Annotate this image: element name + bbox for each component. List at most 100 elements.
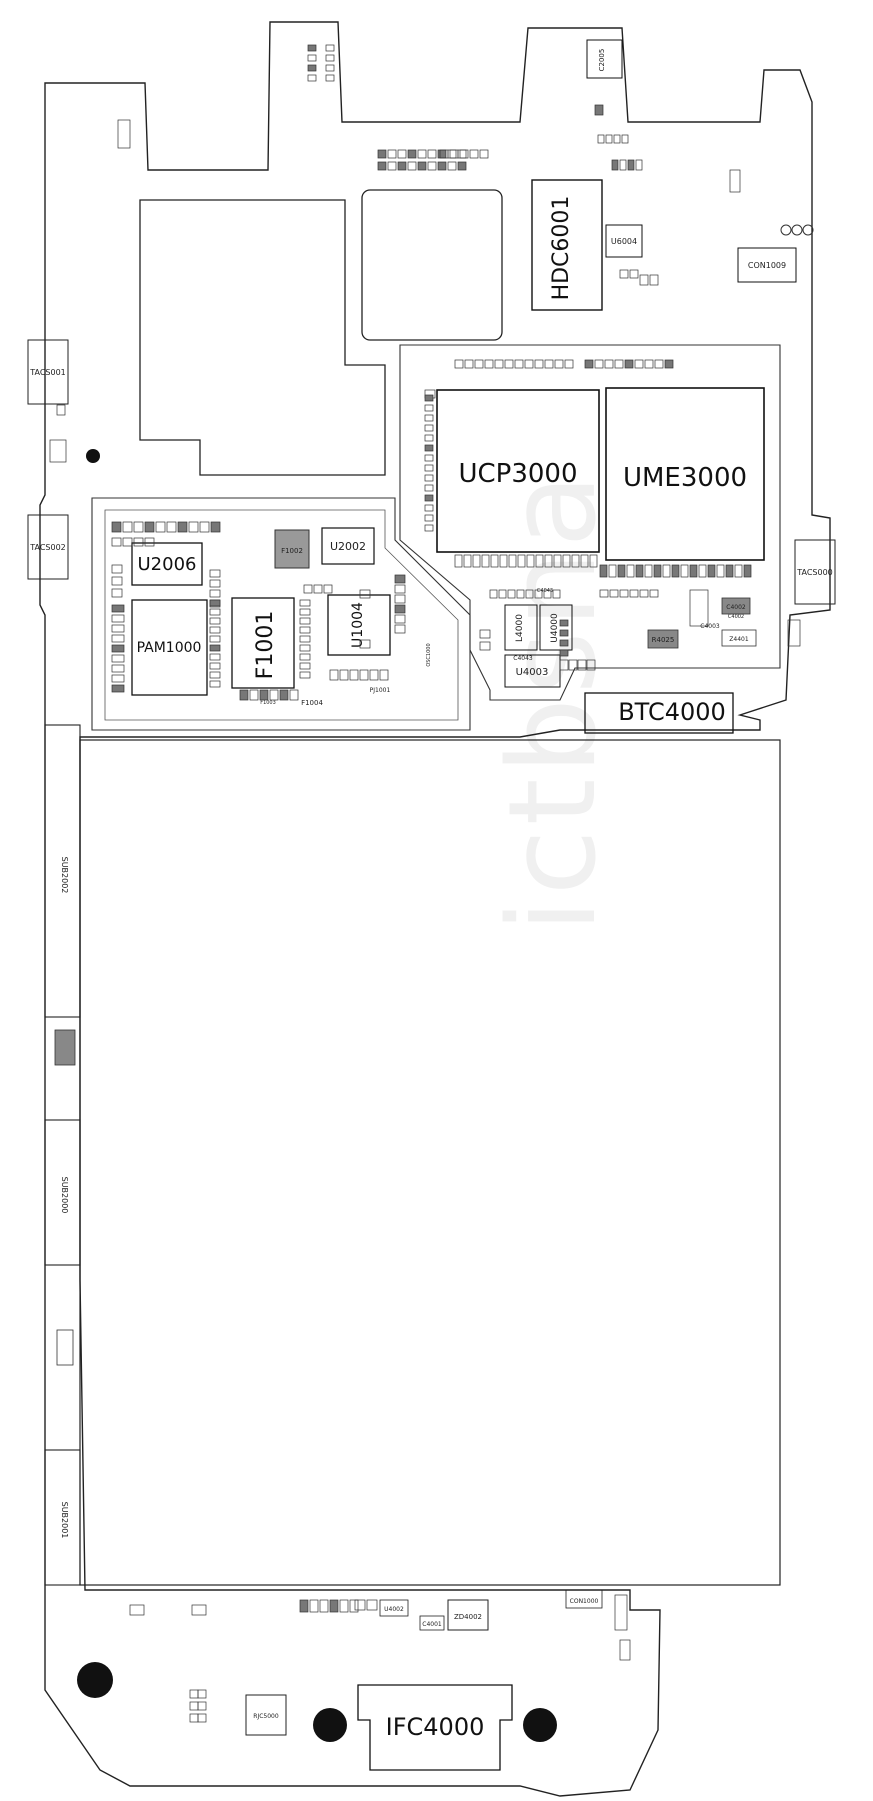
smd-part [489,589,498,599]
processor-shield [399,344,781,701]
component-grey-pad [54,1029,76,1066]
smd-part [199,521,210,533]
label-u4002: U4002 [384,1606,404,1613]
label-c2005: C2005 [598,49,606,72]
smd-part [111,654,125,663]
smd-part [307,74,317,82]
smd-part [122,537,133,547]
smd-part [707,564,716,578]
smd-part [562,554,571,568]
smd-part [166,521,177,533]
smd-part [437,161,447,171]
smd-part [209,579,221,588]
smd-part [543,589,552,599]
smd-part [329,1599,339,1613]
hole-left [86,449,100,463]
smd-part [507,589,516,599]
label-u2002: U2002 [330,540,366,553]
chip-u4000 [539,604,573,651]
smd-part [447,149,457,159]
smd-part [325,54,335,62]
smd-part [472,554,481,568]
smd-part [626,564,635,578]
smd-part [479,149,489,159]
label-rjc5000: RJC5000 [253,1713,279,1720]
smd-part [474,359,484,369]
smd-part [325,44,335,52]
chip-f1002 [274,529,310,569]
connector-con1000 [565,1589,603,1609]
smd-part [359,639,371,649]
chip-c4002 [721,597,751,615]
connector-sub2001 [44,1449,81,1586]
smd-part [599,564,608,578]
smd-part [481,554,490,568]
smd-part [424,484,434,492]
smd-part [680,564,689,578]
smd-part [313,584,323,594]
smd-part [209,589,221,598]
component-c2005 [586,39,623,79]
smd-part [289,689,299,701]
label-f1002: F1002 [281,547,303,555]
label-c4043: C4043 [513,655,533,662]
smd-part [594,359,604,369]
connector-hdc6001 [531,179,603,311]
smd-part [209,635,221,643]
smd-part [559,659,569,671]
cutout-large-screen [79,739,781,1586]
smd-part [609,589,619,598]
smd-part [259,689,269,701]
chip-u2006 [131,542,203,586]
smd-part [299,662,311,670]
smd-part [394,604,406,614]
chip-f1001 [231,597,295,689]
smd-part [377,149,387,159]
smd-part [552,589,561,599]
smd-part [133,521,144,533]
smd-part [589,554,598,568]
label-c4002: C4002 [726,604,746,611]
screw-pad-center [313,1708,347,1742]
label-c4043-b: C4043 [537,588,553,594]
smd-part [494,359,504,369]
screw-pad-right [523,1708,557,1742]
smd-part [614,359,624,369]
contact-tacs000 [794,539,836,605]
label-pam1000: PAM1000 [137,640,202,656]
smd-part [577,659,587,671]
smd-part [604,359,614,369]
smd-part [424,454,434,462]
smd-part [122,521,133,533]
label-con1009: CON1009 [748,261,786,270]
label-tacs001: TACS001 [29,368,66,377]
smd-part [526,554,535,568]
smd-part [424,494,434,502]
smd-part [299,599,311,607]
connector-con1009 [737,247,797,283]
smd-part [479,629,491,639]
smd-part [743,564,752,578]
smd-part [653,564,662,578]
smd-part [544,554,553,568]
label-u6004: U6004 [611,237,637,246]
smd-part [559,629,569,637]
label-sub2001: SUB2001 [60,1502,69,1539]
smd-part [484,359,494,369]
smd-part [508,554,517,568]
chip-ucp3000 [436,389,600,553]
smd-part [454,359,464,369]
smd-part [349,669,359,681]
label-tacs002: TACS002 [29,543,66,552]
smd-part [359,669,369,681]
smd-part [649,589,659,598]
smd-part [568,659,578,671]
smd-part [534,589,543,599]
label-ucp3000: UCP3000 [458,459,577,489]
smd-part [299,644,311,652]
smd-part [387,149,397,159]
smd-part [349,1599,359,1613]
smd-part [424,504,434,512]
smd-part [516,589,525,599]
label-pj1001: PJ1001 [370,687,391,694]
